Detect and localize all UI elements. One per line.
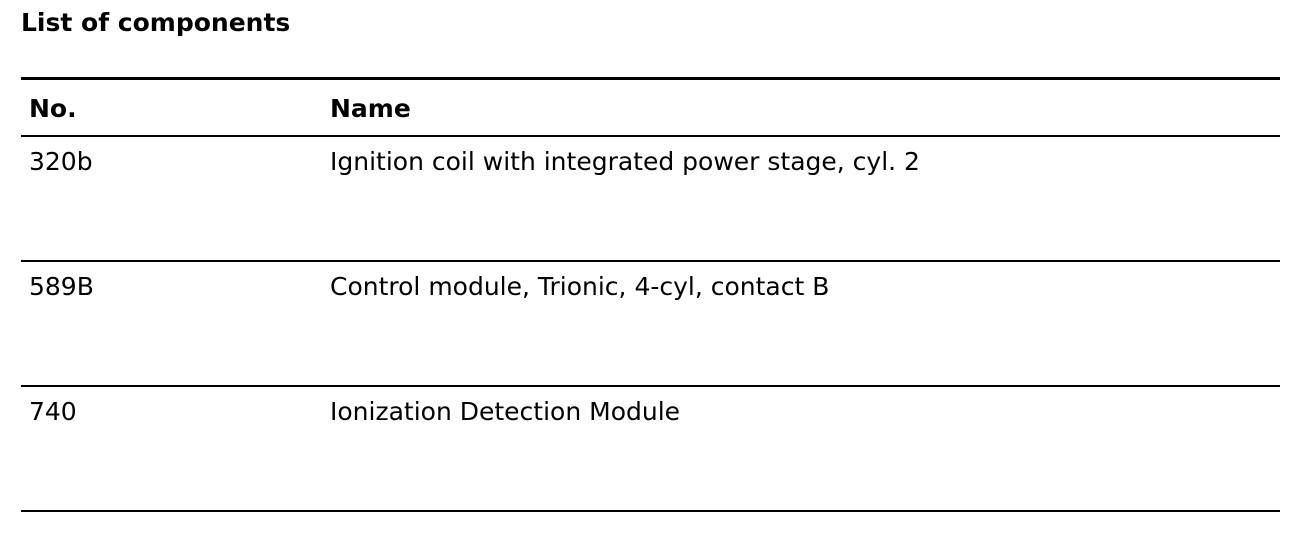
row-no: 740: [29, 397, 77, 426]
table-row: 320b Ignition coil with integrated power…: [21, 137, 1280, 260]
row-no: 320b: [29, 147, 93, 176]
table-bottom-rule: [21, 510, 1280, 512]
page-title: List of components: [21, 8, 291, 37]
row-rule: [21, 385, 1280, 387]
row-name: Ionization Detection Module: [330, 397, 681, 426]
table-row: 589B Control module, Trionic, 4-cyl, con…: [21, 262, 1280, 385]
header-name: Name: [330, 94, 411, 123]
table-top-rule: [21, 77, 1280, 80]
header-rule: [21, 135, 1280, 137]
components-table: No. Name 320b Ignition coil with integra…: [21, 77, 1280, 512]
row-name: Ignition coil with integrated power stag…: [330, 147, 920, 176]
row-no: 589B: [29, 272, 94, 301]
row-name: Control module, Trionic, 4-cyl, contact …: [330, 272, 830, 301]
table-header-row: No. Name: [21, 80, 1280, 135]
table-row: 740 Ionization Detection Module: [21, 387, 1280, 510]
row-rule: [21, 260, 1280, 262]
header-no: No.: [29, 94, 77, 123]
